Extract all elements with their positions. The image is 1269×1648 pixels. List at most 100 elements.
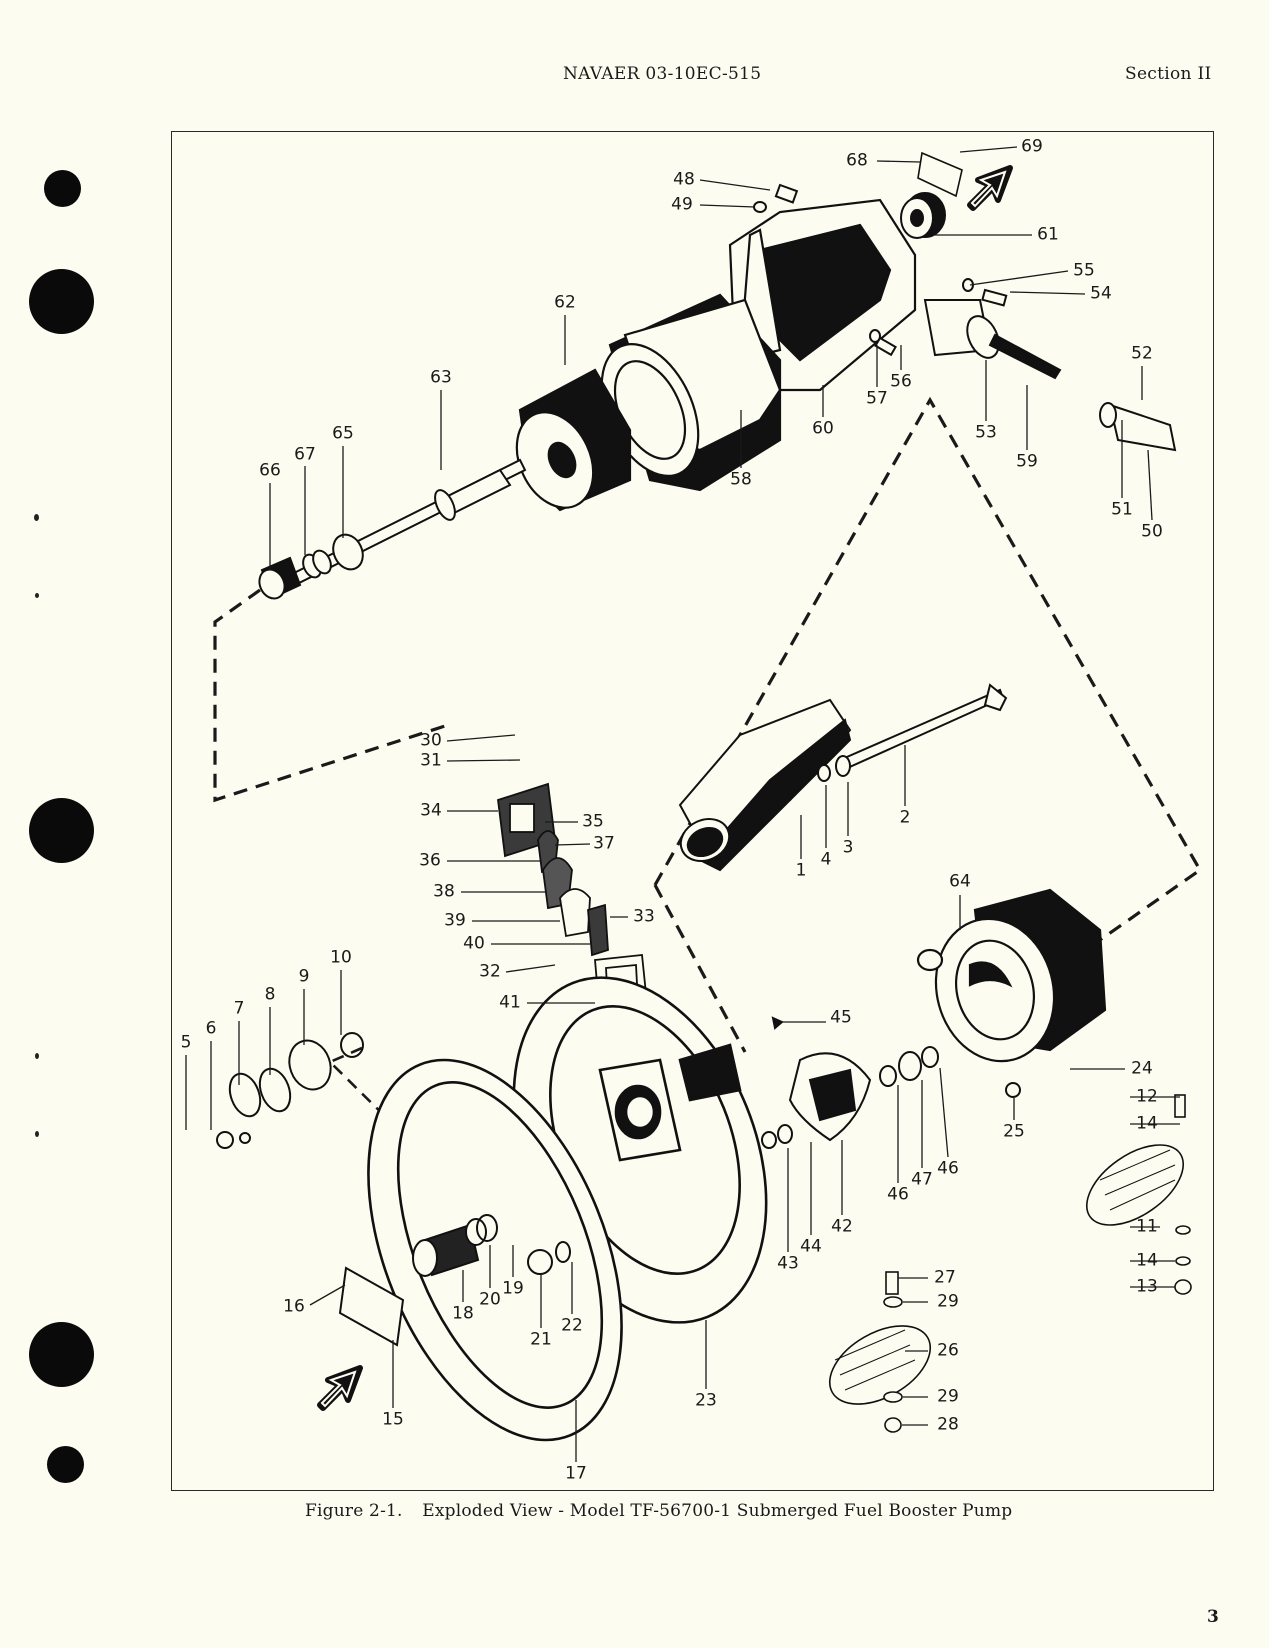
callout-15: 15 [382,1409,404,1430]
callout-69: 69 [1021,136,1043,157]
callout-1: 1 [795,860,807,881]
figure-frame [171,131,1214,1491]
binder-punch-hole [44,170,81,207]
callout-26: 26 [937,1340,959,1361]
page-number: 3 [1207,1607,1219,1627]
motor-housing [728,198,917,392]
callout-6: 6 [205,1018,217,1039]
callout-59: 59 [1016,451,1038,472]
callout-51: 51 [1111,499,1133,520]
rotor-bearing [515,368,632,512]
callout-4: 4 [820,849,832,870]
callout-19: 19 [502,1278,524,1299]
callout-9: 9 [298,966,310,987]
callout-14: 14 [1136,1250,1158,1271]
callout-58: 58 [730,469,752,490]
callout-55: 55 [1073,260,1095,281]
callout-7: 7 [233,998,245,1019]
callout-63: 63 [430,367,452,388]
callout-34: 34 [420,800,442,821]
callout-10: 10 [330,947,352,968]
callout-25: 25 [1003,1121,1025,1142]
callout-8: 8 [264,984,276,1005]
gasket [367,1058,623,1442]
flow-direction-arrow-icon [317,1365,363,1411]
scan-speck [35,1131,39,1137]
scan-speck [35,1053,39,1059]
callout-30: 30 [420,730,442,751]
end-bell-and-connector [753,183,1177,452]
callout-52: 52 [1131,343,1153,364]
callout-38: 38 [433,881,455,902]
scan-speck [34,514,39,521]
discharge-tube [678,683,1008,872]
callout-20: 20 [479,1289,501,1310]
base-plate [512,976,768,1324]
callout-44: 44 [800,1236,822,1257]
callout-36: 36 [419,850,441,871]
shaft [258,458,527,600]
callout-49: 49 [671,194,693,215]
figure-caption: Figure 2-1. Exploded View - Model TF-567… [305,1501,1026,1521]
callout-39: 39 [444,910,466,931]
callout-53: 53 [975,422,997,443]
callout-3: 3 [842,837,854,858]
callout-40: 40 [463,933,485,954]
flow-direction-arrow-icon [967,165,1013,211]
callout-35: 35 [582,811,604,832]
page-header-section: Section II [1125,64,1212,84]
screen-clamps [828,1094,1192,1433]
callout-65: 65 [332,423,354,444]
page-header-doc-number: NAVAER 03-10EC-515 [563,64,762,84]
figure-number: Figure 2-1. [305,1501,403,1521]
callout-23: 23 [695,1390,717,1411]
callout-47: 47 [911,1169,933,1190]
callout-67: 67 [294,444,316,465]
callout-62: 62 [554,292,576,313]
callout-13: 13 [1136,1276,1158,1297]
callout-2: 2 [899,807,911,828]
callout-33: 33 [633,906,655,927]
callout-48: 48 [673,169,695,190]
assembly-dashed-line [213,588,446,803]
binder-punch-hole [29,1322,94,1387]
callout-32: 32 [479,961,501,982]
callout-46: 46 [937,1158,959,1179]
callout-45: 45 [830,1007,852,1028]
inlet-fittings-left [216,1032,364,1149]
callout-16: 16 [283,1296,305,1317]
callout-42: 42 [831,1216,853,1237]
impeller-and-washers [761,1016,1021,1149]
callout-37: 37 [593,833,615,854]
callout-50: 50 [1141,521,1163,542]
binder-punch-hole [29,798,94,863]
callout-28: 28 [937,1414,959,1435]
callout-21: 21 [530,1329,552,1350]
binder-punch-hole [47,1446,84,1483]
callout-14: 14 [1136,1113,1158,1134]
nameplate-top [917,151,963,198]
callout-41: 41 [499,992,521,1013]
callout-12: 12 [1136,1086,1158,1107]
callout-29: 29 [937,1291,959,1312]
callout-24: 24 [1131,1058,1153,1079]
callout-22: 22 [561,1315,583,1336]
figure-title: Exploded View - Model TF-56700-1 Submerg… [422,1501,1013,1521]
callout-18: 18 [452,1303,474,1324]
callout-66: 66 [259,460,281,481]
base-plugs [338,1214,571,1347]
callout-54: 54 [1090,283,1112,304]
callout-27: 27 [934,1267,956,1288]
callout-43: 43 [777,1253,799,1274]
binder-punch-hole [29,269,94,334]
callout-leader-lines [185,146,1180,1462]
callout-5: 5 [180,1032,192,1053]
pump-housing [916,888,1107,1063]
callout-61: 61 [1037,224,1059,245]
callout-31: 31 [420,750,442,771]
callout-17: 17 [565,1463,587,1484]
scan-speck [35,593,39,598]
callout-46: 46 [887,1184,909,1205]
callout-68: 68 [846,150,868,171]
